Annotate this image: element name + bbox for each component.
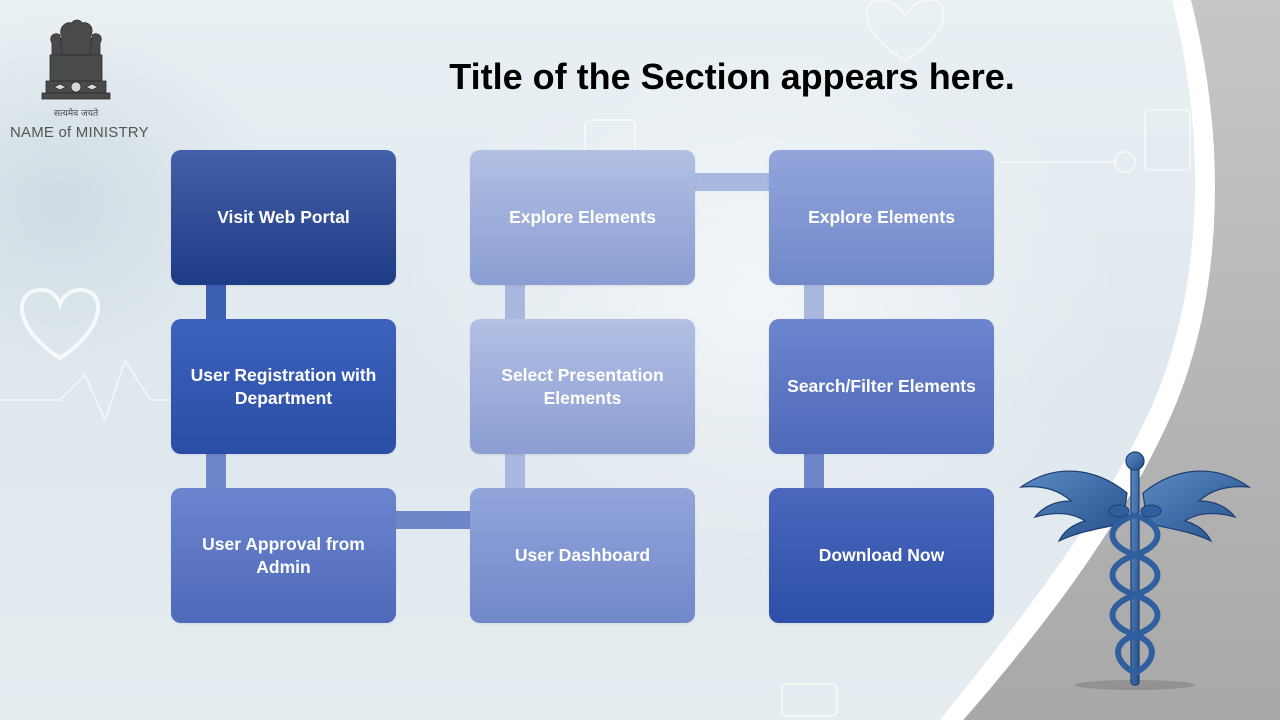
step-explore-elements-1: Explore Elements bbox=[470, 150, 695, 285]
step-visit-web-portal: Visit Web Portal bbox=[171, 150, 396, 285]
step-select-presentation: Select Presentation Elements bbox=[470, 319, 695, 454]
ministry-name: NAME of MINISTRY bbox=[10, 124, 149, 141]
connector-select-to-explore bbox=[505, 283, 525, 321]
connector-visit-to-registration bbox=[206, 283, 226, 321]
connector-registration-to-approval bbox=[206, 452, 226, 490]
step-search-filter: Search/Filter Elements bbox=[769, 319, 994, 454]
ambulance-icon bbox=[781, 683, 838, 717]
connector-explore-to-explore bbox=[693, 173, 771, 191]
connector-explore-to-search bbox=[804, 283, 824, 321]
step-explore-elements-2: Explore Elements bbox=[769, 150, 994, 285]
heart-icon bbox=[865, 0, 945, 62]
connector-approval-to-dashboard bbox=[394, 511, 472, 529]
clipboard-icon bbox=[1144, 109, 1191, 171]
caduceus-icon bbox=[1018, 451, 1252, 690]
step-download-now: Download Now bbox=[769, 488, 994, 623]
connector-search-to-download bbox=[804, 452, 824, 490]
step-user-dashboard: User Dashboard bbox=[470, 488, 695, 623]
national-emblem-icon bbox=[41, 19, 111, 100]
connector-dashboard-to-select bbox=[505, 452, 525, 490]
section-title: Title of the Section appears here. bbox=[449, 56, 1015, 97]
pulse-line bbox=[0, 357, 175, 423]
heart-outline-icon bbox=[20, 287, 100, 361]
step-user-registration: User Registration with Department bbox=[171, 319, 396, 454]
emblem-motto: सत्यमेव जयते bbox=[53, 109, 99, 119]
step-user-approval: User Approval from Admin bbox=[171, 488, 396, 623]
